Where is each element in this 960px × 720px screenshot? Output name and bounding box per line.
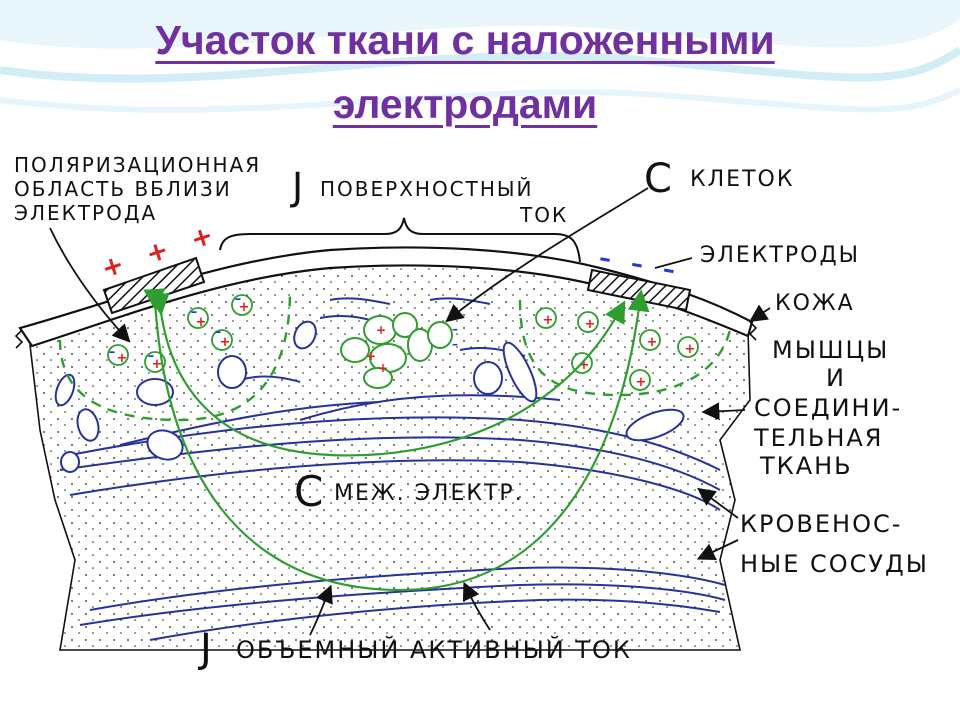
electrode-left — [102, 256, 206, 315]
svg-text:–: – — [235, 292, 242, 307]
label-volume-current: ОБЪЕМНЫЙ АКТИВНЫЙ ТОК — [236, 635, 632, 664]
label-vessels-line2: НЫЕ СОСУДЫ — [740, 550, 929, 578]
cell-charge-minus: – — [452, 337, 458, 351]
cell-cluster — [340, 312, 453, 389]
label-electrodes: ЭЛЕКТРОДЫ — [700, 243, 860, 268]
label-muscle-line3: СОЕДИНИ- — [754, 394, 902, 422]
skin-layer — [18, 246, 754, 348]
cell-charge-minus: – — [452, 322, 458, 336]
label-polarization-line1: ПОЛЯРИЗАЦИОННАЯ — [14, 153, 261, 177]
label-muscle-line5: ТКАНЬ — [759, 452, 853, 480]
label-surface-current-line1: ПОВЕРХНОСТНЫЙ — [320, 177, 534, 201]
label-polarization-line2: ОБЛАСТЬ ВБЛИЗИ — [14, 177, 232, 201]
label-muscle-line4: ТЕЛЬНАЯ — [753, 424, 883, 452]
label-polarization-line3: ЭЛЕКТРОДА — [14, 201, 157, 225]
svg-text:+: + — [636, 375, 647, 390]
svg-text:+: + — [685, 342, 696, 357]
svg-text:+: + — [647, 335, 658, 350]
label-muscle-line2: И — [826, 364, 846, 392]
label-vessels-line1: КРОВЕНОС- — [740, 510, 902, 538]
svg-text:+: + — [543, 313, 554, 328]
svg-text:+: + — [117, 351, 128, 366]
surface-current-brace — [219, 217, 581, 263]
cell-charge-plus: + — [378, 361, 388, 375]
label-cells: КЛЕТОК — [690, 167, 794, 192]
svg-text:+: + — [152, 357, 163, 372]
svg-text:+: + — [220, 335, 231, 350]
slide-background-wave — [0, 0, 960, 113]
current-lines — [143, 288, 650, 592]
skin-cut-left — [14, 329, 24, 349]
label-muscle-line1: МЫШЦЫ — [772, 336, 889, 364]
svg-text:–: – — [148, 349, 155, 364]
label-interelectrode: МЕЖ. ЭЛЕКТР. — [334, 481, 524, 506]
pointer-lines — [49, 187, 771, 636]
cell-charge-plus: + — [376, 323, 386, 337]
label-interelectrode-symbol: C — [294, 467, 325, 516]
tissue-cells — [54, 320, 685, 473]
svg-text:+: + — [585, 317, 596, 332]
svg-text:+: + — [579, 358, 590, 373]
label-surface-current-line2: ТОК — [519, 203, 568, 227]
label-cells-symbol: C — [644, 156, 674, 202]
skin-cut-right — [748, 321, 758, 341]
slide-title: Участок ткани с наложенными электродами — [0, 8, 930, 136]
label-surface-symbol: J — [290, 165, 305, 209]
title-line-1: Участок ткани с наложенными — [155, 17, 775, 63]
label-skin: КОЖА — [775, 291, 855, 316]
svg-text:–: – — [215, 325, 222, 340]
svg-text:–: – — [191, 305, 198, 320]
polarization-zones — [58, 289, 732, 422]
cell-charge-plus: + — [366, 349, 376, 363]
svg-text:–: – — [109, 345, 116, 360]
label-volume-symbol: J — [197, 626, 214, 672]
title-line-2: электродами — [332, 81, 598, 127]
